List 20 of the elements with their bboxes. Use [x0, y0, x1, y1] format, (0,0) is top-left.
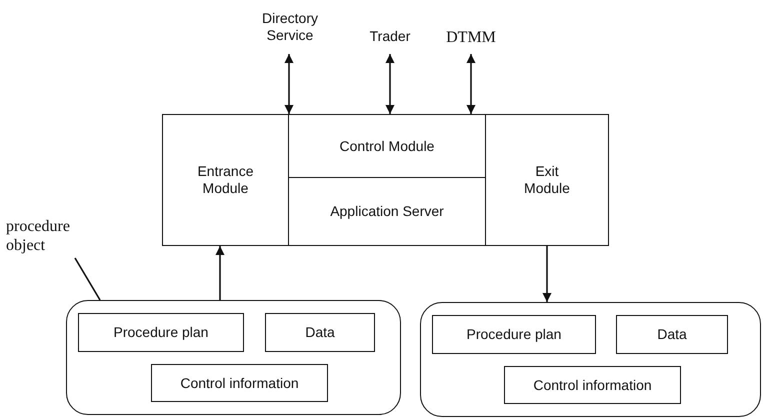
module-box: Control information [151, 364, 328, 402]
module-box: Procedure plan [432, 315, 596, 354]
module-box: Procedure plan [78, 313, 244, 352]
module-box: Data [616, 315, 728, 354]
label-text: DTMM [440, 28, 502, 54]
arrow [386, 54, 394, 114]
procedure-object-container [66, 300, 401, 415]
label-text: Trader [355, 28, 425, 54]
leader-line [74, 258, 101, 300]
label-text: Directory Service [250, 10, 330, 54]
module-box: Exit Module [485, 114, 609, 246]
module-box: Control information [504, 366, 681, 404]
module-box: Data [265, 313, 375, 352]
module-box: Entrance Module [162, 114, 289, 246]
arrow [284, 54, 294, 114]
arrow [466, 54, 476, 114]
arrow [216, 246, 224, 300]
arrow [542, 246, 552, 302]
procedure-object-container [420, 302, 761, 417]
label-text: procedure object [6, 214, 101, 258]
